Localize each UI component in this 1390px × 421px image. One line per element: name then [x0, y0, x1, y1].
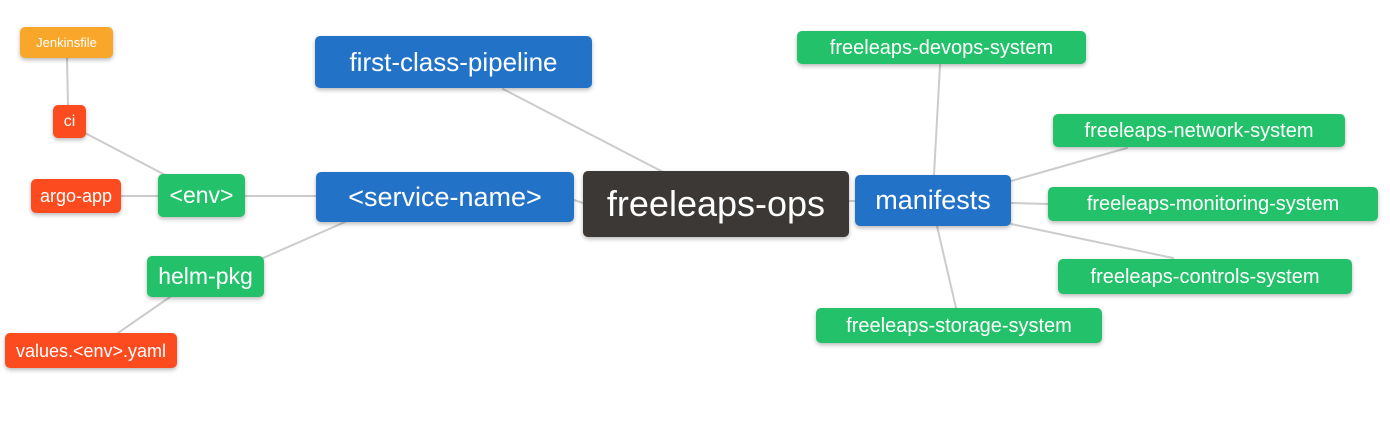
edge-jenkinsfile--ci	[66, 57, 69, 107]
edge-service-name--helm-pkg	[262, 221, 346, 259]
node-helm-pkg[interactable]: helm-pkg	[147, 256, 264, 297]
node-jenkinsfile[interactable]: Jenkinsfile	[20, 27, 113, 58]
edge-manifests--freeleaps-monitoring-system	[1010, 202, 1049, 205]
node-ci-label: ci	[63, 112, 76, 130]
node-freeleaps-controls-system-label: freeleaps-controls-system	[1090, 265, 1320, 288]
node-env-label: <env>	[169, 182, 234, 208]
edge-manifests--freeleaps-network-system	[1010, 147, 1128, 182]
node-manifests[interactable]: manifests	[855, 175, 1011, 226]
node-first-class-pipeline[interactable]: first-class-pipeline	[315, 36, 592, 88]
node-freeleaps-network-system[interactable]: freeleaps-network-system	[1053, 114, 1345, 147]
edge-manifests--freeleaps-devops-system	[933, 64, 941, 176]
node-helm-pkg-label: helm-pkg	[158, 263, 253, 289]
node-freeleaps-storage-system-label: freeleaps-storage-system	[846, 314, 1072, 337]
node-freeleaps-devops-system-label: freeleaps-devops-system	[829, 36, 1054, 59]
edge-manifests--freeleaps-controls-system	[1010, 223, 1174, 259]
node-freeleaps-storage-system[interactable]: freeleaps-storage-system	[816, 308, 1102, 343]
node-freeleaps-network-system-label: freeleaps-network-system	[1084, 119, 1314, 142]
node-freeleaps-ops-label: freeleaps-ops	[606, 183, 826, 224]
edge-service-name--freeleaps-ops	[573, 199, 584, 204]
node-argo-app-label: argo-app	[39, 186, 113, 206]
node-manifests-label: manifests	[875, 185, 991, 215]
node-service-name[interactable]: <service-name>	[316, 172, 574, 222]
edge-first-class-pipeline--freeleaps-ops	[502, 88, 664, 173]
edge-ci--env	[84, 132, 168, 177]
node-freeleaps-monitoring-system[interactable]: freeleaps-monitoring-system	[1048, 187, 1378, 221]
node-freeleaps-controls-system[interactable]: freeleaps-controls-system	[1058, 259, 1352, 294]
edge-helm-pkg--values-env-yaml	[117, 296, 171, 334]
node-env[interactable]: <env>	[158, 174, 245, 217]
node-first-class-pipeline-label: first-class-pipeline	[349, 47, 558, 77]
node-freeleaps-monitoring-system-label: freeleaps-monitoring-system	[1086, 193, 1340, 215]
node-argo-app[interactable]: argo-app	[31, 179, 121, 213]
node-freeleaps-devops-system[interactable]: freeleaps-devops-system	[797, 31, 1086, 64]
node-jenkinsfile-label: Jenkinsfile	[36, 35, 97, 50]
node-values-env-yaml[interactable]: values.<env>.yaml	[5, 333, 177, 368]
node-ci[interactable]: ci	[53, 105, 86, 138]
node-values-env-yaml-label: values.<env>.yaml	[15, 340, 167, 361]
node-freeleaps-ops[interactable]: freeleaps-ops	[583, 171, 849, 237]
edge-manifests--freeleaps-storage-system	[936, 225, 957, 309]
node-service-name-label: <service-name>	[348, 181, 542, 212]
